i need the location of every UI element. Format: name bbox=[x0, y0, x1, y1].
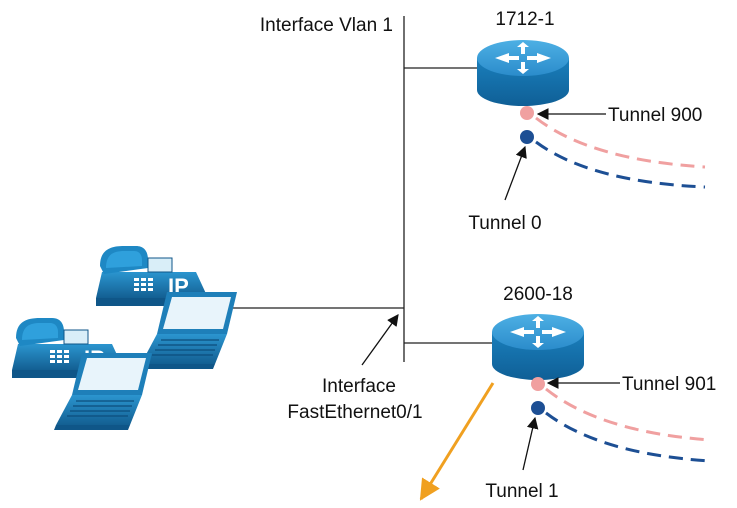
network-links bbox=[218, 16, 492, 362]
interface-vlan-label: Interface Vlan 1 bbox=[260, 15, 393, 36]
router-2600-18-label: 2600-18 bbox=[503, 284, 573, 305]
router-1712-1-icon bbox=[477, 40, 569, 106]
tunnel-900-label: Tunnel 900 bbox=[608, 105, 702, 126]
tunnel-901-path bbox=[545, 387, 711, 442]
tunnel-901-label: Tunnel 901 bbox=[622, 374, 716, 395]
callout-arrows bbox=[361, 108, 620, 471]
orange-arrow bbox=[419, 382, 495, 501]
tunnel-0-label: Tunnel 0 bbox=[468, 213, 541, 234]
tunnel-0-endpoint bbox=[520, 130, 534, 144]
tunnel-900-endpoint bbox=[520, 106, 534, 120]
tunnel-901-endpoint bbox=[531, 377, 545, 391]
tunnel-1-path bbox=[545, 411, 711, 463]
tunnel-1-endpoint bbox=[531, 401, 545, 415]
tunnel-1-label: Tunnel 1 bbox=[485, 481, 558, 502]
router-1712-1-label: 1712-1 bbox=[495, 9, 554, 30]
arrow-tunnel-1 bbox=[522, 416, 539, 471]
interface-fe-label-line1: Interface bbox=[322, 376, 396, 397]
tunnel-900-path bbox=[535, 116, 706, 169]
router-2600-18-icon bbox=[492, 314, 584, 380]
arrow-fastethernet bbox=[361, 314, 399, 366]
interface-fe-label-line2: FastEthernet0/1 bbox=[287, 402, 422, 423]
tunnel-0-path bbox=[535, 140, 706, 189]
arrow-tunnel-0 bbox=[504, 145, 527, 201]
